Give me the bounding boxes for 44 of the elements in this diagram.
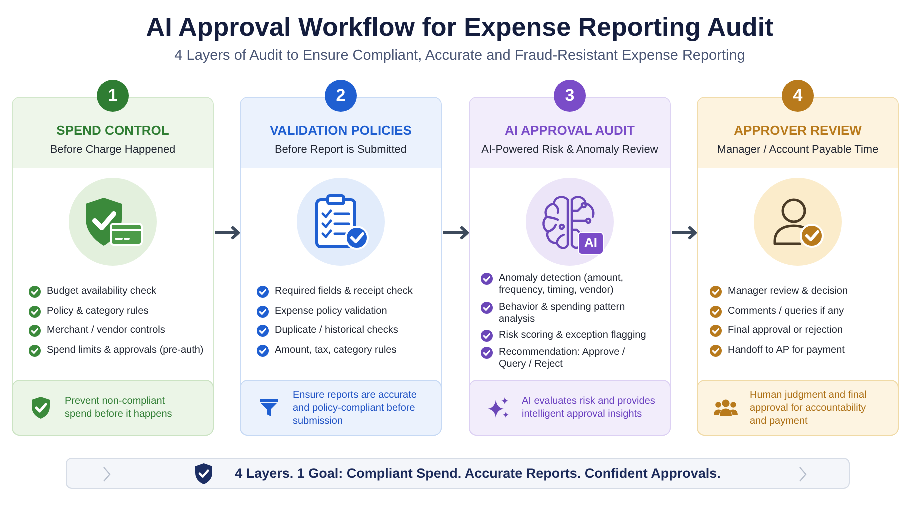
step-subtitle: Before Charge Happened [50,143,176,157]
note-panel [469,380,671,436]
step-subtitle: AI-Powered Risk & Anomaly Review [482,143,658,157]
checklist-item: Required fields & receipt check [275,286,413,298]
checklist-item: Comments / queries if any [728,306,844,318]
step-title: AI APPROVAL AUDIT [504,123,635,139]
note-text: Ensure reports are accurate and policy-compliant before submission [293,388,418,428]
note-panel [240,380,442,436]
checklist-item: Behavior & spending pattern analysis [499,302,626,326]
step-number-circle: 1 [97,80,129,112]
step-subtitle: Manager / Account Payable Time [717,143,879,157]
checklist-item: Anomaly detection (amount, frequency, timing, vendor) [499,273,625,297]
checklist-item: Policy & category rules [47,306,149,318]
step-number-circle: 4 [782,80,814,112]
step-title: APPROVER REVIEW [734,123,862,139]
checklist-item: Recommendation: Approve / Query / Reject [499,346,626,370]
checklist-item: Manager review & decision [728,286,848,298]
step-title: SPEND CONTROL [56,123,170,139]
checklist-item: Handoff to AP for payment [728,344,845,356]
page-title: AI Approval Workflow for Expense Reporting Audit [146,11,774,43]
note-text: Prevent non-compliant spend before it happens [65,395,174,421]
step-number-circle: 3 [554,80,586,112]
note-panel [12,380,214,436]
step-subtitle: Before Report is Submitted [274,143,408,157]
note-panel [697,380,899,436]
checklist-item: Expense policy validation [275,306,388,318]
checklist-item: Final approval or rejection [728,325,844,337]
arrow [672,226,697,240]
step-title: VALIDATION POLICIES [270,123,412,139]
arrow [215,226,240,240]
note-text: Human judgment and final approval for accountability and payment [750,388,868,428]
page-subtitle: 4 Layers of Audit to Ensure Compliant, Accurate and Fraud-Resistant Expense Reporting [174,48,746,65]
goal-banner [66,458,850,489]
checklist-item: Spend limits & approvals (pre-auth) [47,344,204,356]
step-number-circle: 2 [325,80,357,112]
arrow [443,226,469,240]
banner-text: 4 Layers. 1 Goal: Compliant Spend. Accurate Reports. Confident Approvals. [235,466,721,482]
checklist-item: Risk scoring & exception flagging [499,330,646,342]
checklist-item: Duplicate / historical checks [275,325,398,337]
ai-tag: AI [578,232,604,255]
checklist-item: Amount, tax, category rules [275,344,397,356]
checklist-item: Merchant / vendor controls [47,325,166,337]
note-text: AI evaluates risk and provides intelligent approval insights [522,395,656,421]
checklist-item: Budget availability check [47,286,157,298]
